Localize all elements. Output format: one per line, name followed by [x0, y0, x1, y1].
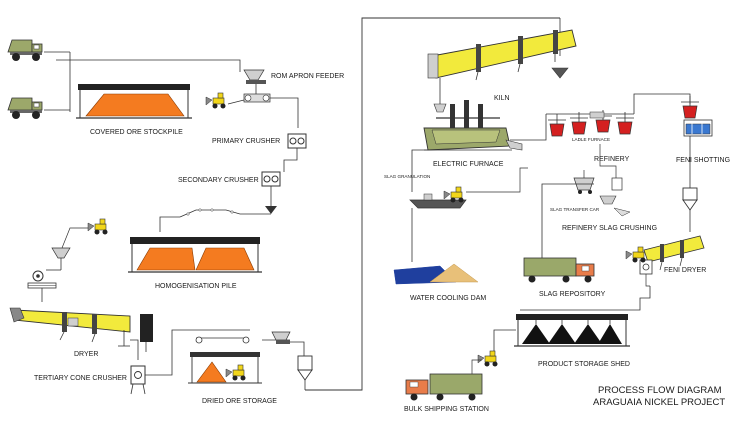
- water-cooling-dam: [393, 263, 479, 285]
- shed-roof: [516, 314, 628, 320]
- primary-crusher-feed: [270, 97, 299, 128]
- slag-repository-truck: [523, 257, 595, 283]
- label-dried-ore-storage: DRIED ORE STORAGE: [202, 398, 277, 405]
- title-line-2: ARAGUAIA NICKEL PROJECT: [593, 397, 725, 408]
- dryer-stack: [140, 314, 153, 342]
- ore-pile: [85, 93, 185, 117]
- slag-transfer-car: [573, 170, 623, 194]
- feni-crusher: [639, 259, 653, 275]
- primary-crusher: [287, 133, 307, 149]
- label-rom-apron-feeder: ROM APRON FEEDER: [271, 73, 344, 80]
- transfer-line-to-kiln: [305, 17, 560, 391]
- dried-ore-loader: [225, 364, 246, 381]
- dried-ore-storage: [188, 352, 262, 384]
- label-feni-shotting: FeNi SHOTTING: [676, 157, 730, 164]
- label-homogenisation-pile: HOMOGENISATION PILE: [155, 283, 237, 290]
- bulk-shipping-truck: [405, 373, 483, 401]
- rom-apron-feeder: [243, 69, 271, 103]
- conveyor-idlers: [186, 208, 234, 216]
- covered-ore-stockpile: [76, 84, 192, 119]
- electric-furnace: [423, 100, 523, 151]
- sand-pile: [429, 263, 479, 283]
- label-kiln: KILN: [494, 95, 510, 102]
- product-storage-shed: [514, 314, 630, 347]
- homogenisation-roof: [130, 237, 260, 244]
- label-refinery-slag-crushing: REFINERY SLAG CRUSHING: [562, 225, 657, 232]
- feni-shotting: [680, 95, 713, 137]
- label-product-storage-shed: PRODUCT STORAGE SHED: [538, 361, 630, 368]
- label-water-cooling-dam: WATER COOLING DAM: [410, 295, 486, 302]
- label-bulk-shipping-station: BULK SHIPPING STATION: [404, 406, 489, 413]
- tertiary-cone-crusher: [130, 365, 146, 395]
- dried-ore-silo: [297, 355, 313, 390]
- dump-truck-lower: [7, 97, 43, 120]
- label-feni-dryer: FeNi DRYER: [664, 267, 706, 274]
- label-dryer: DRYER: [74, 351, 98, 358]
- kiln-discharge-bucket: [433, 103, 447, 113]
- label-slag-transfer-car: SLAG TRANSFER CAR: [550, 207, 600, 212]
- homogenisation-conveyor: [179, 209, 271, 218]
- label-slag-repository: SLAG REPOSITORY: [539, 291, 606, 298]
- refinery-slag-crusher: [599, 195, 631, 217]
- feni-dryer-loader: [625, 246, 646, 263]
- shipping-trailer: [429, 373, 483, 395]
- title-line-1: PROCESS FLOW DIAGRAM: [598, 385, 722, 396]
- kiln-feed-hopper-small: [271, 331, 291, 344]
- feed-gear: [32, 270, 44, 282]
- label-refinery: REFINERY: [594, 156, 630, 163]
- truck-trailer: [523, 257, 577, 277]
- feni-dryer: [643, 235, 705, 271]
- label-secondary-crusher: SECONDARY CRUSHER: [178, 177, 259, 184]
- label-tertiary-cone-crusher: TERTIARY CONE CRUSHER: [34, 375, 127, 382]
- reclaim-loader: [87, 218, 108, 235]
- dump-truck-upper: [7, 39, 43, 62]
- homogenisation-pile: [128, 237, 262, 273]
- secondary-crusher: [261, 171, 281, 187]
- label-electric-furnace: ELECTRIC FURNACE: [433, 161, 504, 168]
- feed-line-rom: [56, 59, 241, 72]
- stockpile-roof: [78, 84, 190, 90]
- label-ladle-furnace: LADLE FURNACE: [572, 137, 610, 142]
- kiln: [427, 29, 577, 81]
- feed-hopper: [51, 247, 71, 270]
- shipping-loader: [477, 350, 498, 367]
- label-slag-granulation: SLAG GRANULATION: [384, 174, 430, 179]
- feed-belt: [27, 282, 57, 289]
- label-primary-crusher: PRIMARY CRUSHER: [212, 138, 280, 145]
- refinery-ladles: [547, 109, 635, 137]
- dryer: [9, 307, 153, 352]
- feni-silo: [682, 187, 698, 211]
- dried-ore-conveyor: [195, 336, 250, 344]
- rom-loader: [205, 92, 226, 109]
- label-covered-ore-stockpile: COVERED ORE STOCKPILE: [90, 129, 183, 136]
